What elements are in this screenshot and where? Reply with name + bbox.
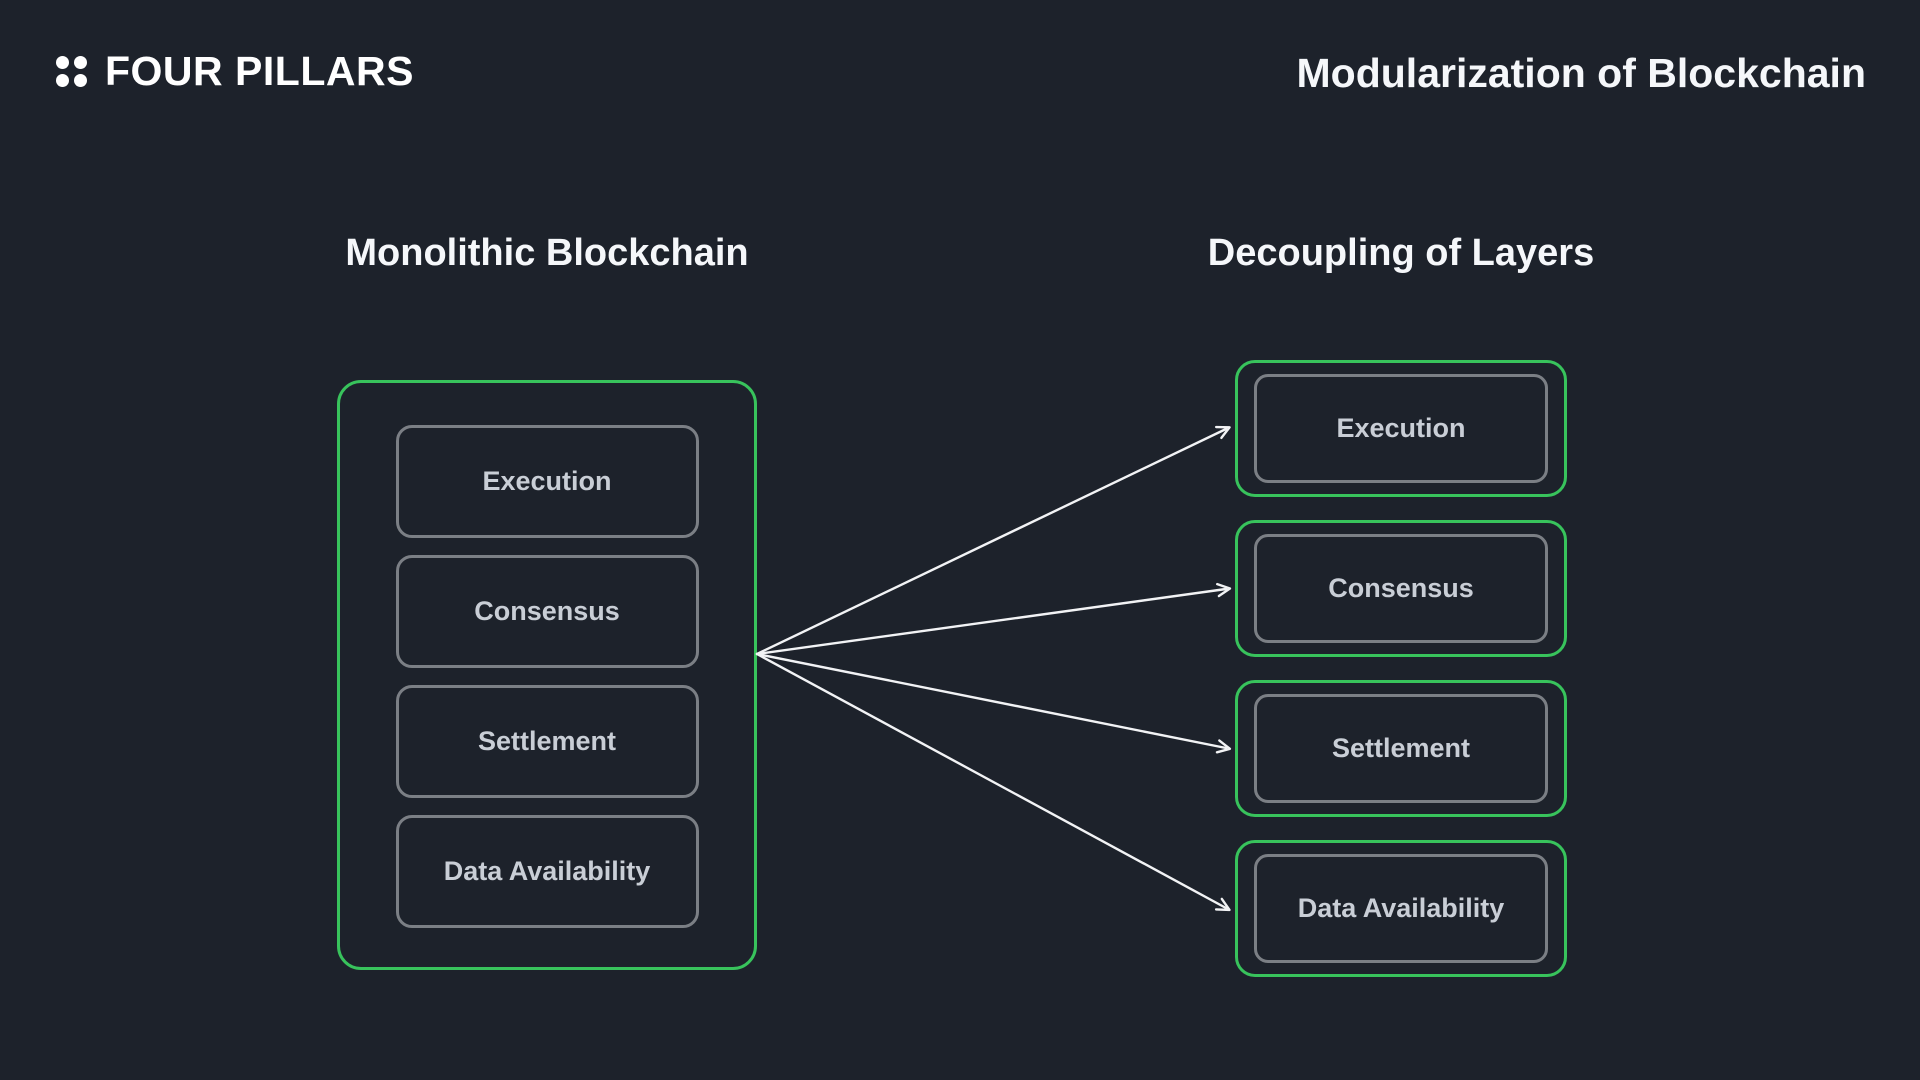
modular-layer-inner: Consensus <box>1254 534 1548 643</box>
modular-layer-inner: Execution <box>1254 374 1548 483</box>
arrow-to-execution <box>755 425 1231 656</box>
modular-layer-consensus: Consensus <box>1235 520 1567 657</box>
dot <box>56 74 69 87</box>
layer-label: Data Availability <box>443 856 651 886</box>
arrow-to-consensus <box>755 582 1232 656</box>
dot <box>56 56 69 69</box>
modular-column: Execution Consensus Settlement Data Avai… <box>1235 360 1567 977</box>
layer-label: Consensus <box>474 596 620 626</box>
four-dots-icon <box>56 56 87 87</box>
slide-title: Modularization of Blockchain <box>1296 50 1866 96</box>
monolithic-layer-data-availability: Data Availability <box>395 815 699 928</box>
dot <box>74 56 87 69</box>
modular-layer-data-availability: Data Availability <box>1235 840 1567 977</box>
layer-label: Settlement <box>1331 733 1471 763</box>
brand-logo: FOUR PILLARS <box>56 48 414 95</box>
modular-layer-inner: Data Availability <box>1254 854 1548 963</box>
modular-layer-settlement: Settlement <box>1235 680 1567 817</box>
brand-name: FOUR PILLARS <box>105 48 414 94</box>
layer-label: Data Availability <box>1297 893 1505 923</box>
modular-heading: Decoupling of Layers <box>1207 232 1595 274</box>
dot <box>74 74 87 87</box>
arrow-to-settlement <box>755 652 1232 754</box>
monolithic-layer-execution: Execution <box>395 425 699 538</box>
layer-label: Execution <box>482 466 612 496</box>
monolithic-heading: Monolithic Blockchain <box>345 232 749 274</box>
layer-label: Execution <box>1336 413 1466 443</box>
modular-layer-execution: Execution <box>1235 360 1567 497</box>
monolithic-container: Execution Consensus Settlement Data Avai… <box>337 380 757 970</box>
layer-label: Settlement <box>477 726 617 756</box>
monolithic-layer-settlement: Settlement <box>395 685 699 798</box>
monolithic-layer-consensus: Consensus <box>395 555 699 668</box>
modular-layer-inner: Settlement <box>1254 694 1548 803</box>
layer-label: Consensus <box>1328 573 1474 603</box>
arrow-to-data-availability <box>755 652 1231 912</box>
